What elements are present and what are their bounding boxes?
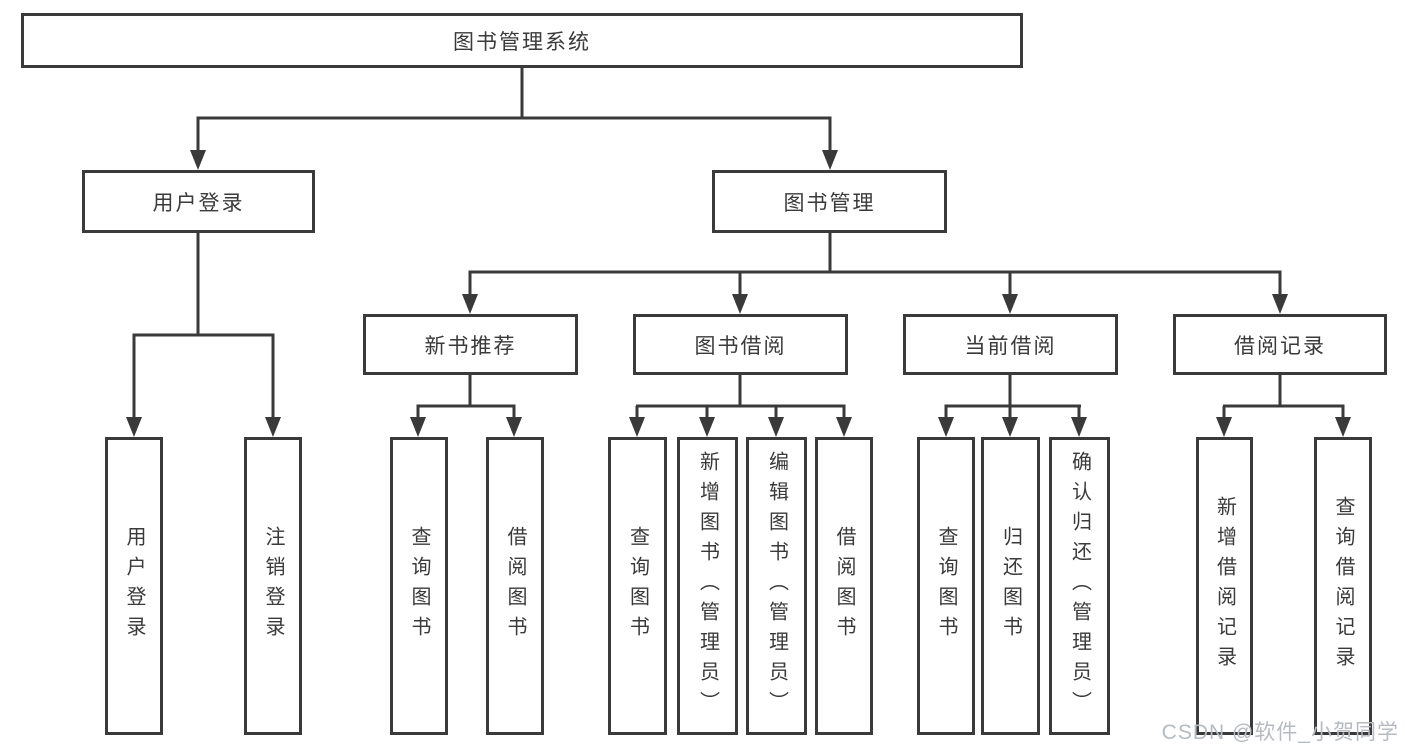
node-book-borrow: 图书借阅	[633, 314, 848, 375]
leaf-return-books: 归还图书	[981, 437, 1040, 735]
leaf-borrow-books-1: 借阅图书	[486, 437, 544, 735]
node-borrow-records: 借阅记录	[1173, 314, 1387, 375]
node-user-login: 用户登录	[82, 170, 315, 233]
leaf-query-books-3-label: 查询图书	[935, 526, 957, 646]
leaf-query-books-2: 查询图书	[608, 437, 667, 735]
node-current-borrow: 当前借阅	[903, 314, 1118, 375]
leaf-add-books-admin-label: 新增图书（管理员）	[696, 451, 719, 721]
leaf-user-login-label: 用户登录	[123, 526, 145, 646]
leaf-edit-books-admin-label: 编辑图书（管理员）	[765, 451, 788, 721]
connector-root	[190, 68, 838, 170]
node-root: 图书管理系统	[21, 13, 1023, 68]
connector-current-borrow	[938, 375, 1087, 437]
leaf-borrow-books-2-label: 借阅图书	[833, 526, 855, 646]
leaf-user-login: 用户登录	[105, 437, 163, 735]
leaf-edit-books-admin: 编辑图书（管理员）	[746, 437, 807, 735]
leaf-logout-label: 注销登录	[262, 526, 284, 646]
leaf-logout: 注销登录	[244, 437, 302, 735]
leaf-query-books-1-label: 查询图书	[408, 526, 430, 646]
leaf-return-books-label: 归还图书	[999, 526, 1022, 646]
leaf-query-books-1: 查询图书	[390, 437, 448, 735]
leaf-query-books-3: 查询图书	[917, 437, 975, 735]
leaf-query-books-2-label: 查询图书	[626, 526, 649, 646]
leaf-borrow-books-2: 借阅图书	[815, 437, 873, 735]
leaf-confirm-return-admin: 确认归还（管理员）	[1049, 437, 1110, 735]
leaf-borrow-books-1-label: 借阅图书	[504, 526, 526, 646]
connector-book-management	[462, 233, 1288, 314]
node-book-management: 图书管理	[712, 170, 947, 233]
connector-new-book	[410, 375, 522, 437]
leaf-add-books-admin: 新增图书（管理员）	[677, 437, 738, 735]
leaf-query-borrow-record: 查询借阅记录	[1314, 437, 1372, 735]
leaf-add-borrow-record: 新增借阅记录	[1196, 437, 1253, 735]
leaf-query-borrow-record-label: 查询借阅记录	[1332, 496, 1354, 676]
leaf-confirm-return-admin-label: 确认归还（管理员）	[1068, 451, 1091, 721]
csdn-watermark: CSDN @软件_小贺同学	[1161, 721, 1399, 744]
connector-book-borrow	[629, 375, 852, 437]
connector-borrow-records	[1216, 375, 1351, 437]
connector-user-login	[126, 233, 281, 437]
leaf-add-borrow-record-label: 新增借阅记录	[1213, 496, 1236, 676]
node-new-book-recommend: 新书推荐	[363, 314, 578, 375]
